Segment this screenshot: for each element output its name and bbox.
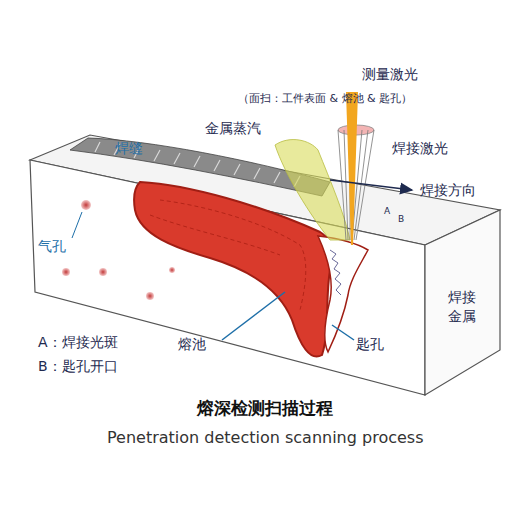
leader-line (332, 325, 354, 340)
pore (169, 267, 175, 273)
part-label: 焊接 金属 (448, 288, 479, 326)
pore (146, 292, 154, 300)
part-label: 焊缝 (115, 140, 143, 157)
pore (99, 268, 107, 276)
callout-letter: A (384, 206, 390, 217)
keyhole (318, 236, 368, 352)
leader-line (72, 212, 82, 238)
part-label: 熔池 (178, 336, 206, 353)
legend-line: B：匙孔开口 (38, 358, 118, 375)
right-face (425, 210, 500, 395)
caption: 熔深检测扫描过程 (197, 398, 333, 418)
caption-english: Penetration detection scanning process (107, 428, 423, 447)
front-face (30, 160, 425, 395)
leader-line (222, 292, 285, 340)
measuring-laser (346, 92, 358, 245)
part-label: 测量激光 (362, 66, 418, 83)
part-label: 焊接激光 (392, 140, 448, 157)
part-label: 气孔 (38, 238, 66, 255)
pore (81, 200, 91, 210)
flow-line (150, 215, 280, 255)
keyhole-wall (330, 250, 341, 295)
callout-letter: B (398, 214, 404, 225)
part-label: 焊接方向 (420, 182, 476, 199)
legend-line: A：焊接光斑 (38, 334, 118, 351)
part-label: 金属蒸汽 (205, 120, 261, 137)
metal-vapour (275, 140, 350, 240)
note-label: （面扫：工件表面 & 熔池 & 匙孔） (238, 92, 412, 105)
direction-arrow (330, 180, 412, 190)
part-label: 匙孔 (356, 336, 384, 353)
molten-pool (134, 182, 332, 357)
pore (62, 268, 70, 276)
